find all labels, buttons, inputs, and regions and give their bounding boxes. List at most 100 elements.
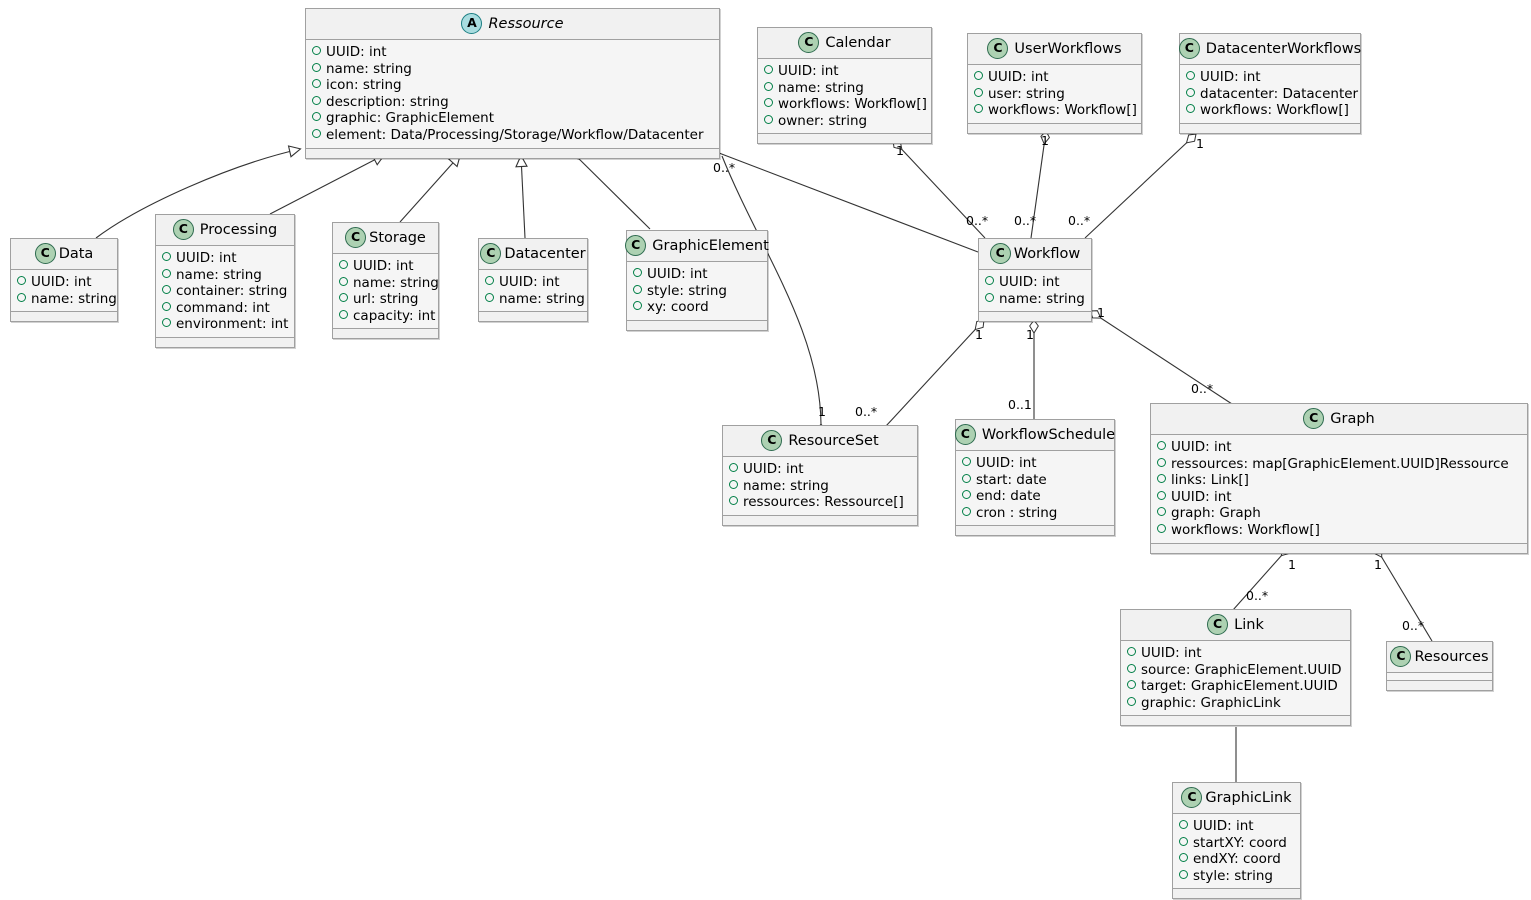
class-operations-link: [1121, 716, 1350, 726]
class-attribute: UUID: int: [962, 455, 1108, 472]
class-attribute: UUID: int: [162, 250, 288, 267]
public-visibility-icon: [1179, 869, 1188, 879]
public-visibility-icon: [312, 128, 321, 138]
public-visibility-icon: [764, 114, 773, 124]
public-visibility-icon: [1127, 663, 1136, 673]
class-operations-graph: [1151, 543, 1527, 553]
class-operations-resourceset: [723, 515, 917, 525]
attribute-text: element: Data/Processing/Storage/Workflo…: [326, 126, 704, 143]
class-operations-resources: [1387, 681, 1492, 690]
class-operations-ressource: [306, 148, 719, 158]
public-visibility-icon: [974, 104, 983, 114]
class-icon: C: [989, 243, 1011, 264]
multiplicity-label: 1: [1026, 327, 1034, 342]
public-visibility-icon: [485, 292, 494, 302]
attribute-text: UUID: int: [1193, 818, 1254, 834]
class-attribute: url: string: [339, 291, 432, 308]
attribute-text: UUID: int: [988, 69, 1049, 85]
attribute-text: xy: coord: [647, 299, 709, 316]
multiplicity-label: 1: [896, 143, 904, 158]
class-attribute: name: string: [162, 267, 288, 284]
edge-datacenter-inherits-ressource: [521, 156, 525, 239]
class-attribute: links: Link[]: [1157, 472, 1521, 489]
class-attribute: workflows: Workflow[]: [1157, 522, 1521, 539]
attribute-text: ressources: map[GraphicElement.UUID]Ress…: [1171, 455, 1509, 472]
attribute-text: name: string: [31, 290, 117, 307]
public-visibility-icon: [729, 463, 738, 472]
attribute-text: UUID: int: [976, 455, 1037, 471]
multiplicity-label: 0..*: [966, 213, 989, 228]
class-attribute: element: Data/Processing/Storage/Workflo…: [312, 127, 713, 144]
attribute-text: environment: int: [176, 316, 289, 333]
class-icon: C: [1181, 787, 1203, 808]
public-visibility-icon: [162, 301, 171, 311]
class-attribute: UUID: int: [729, 461, 911, 478]
public-visibility-icon: [1157, 523, 1166, 533]
public-visibility-icon: [312, 112, 321, 122]
multiplicity-label: 1: [975, 327, 983, 342]
multiplicity-label: 0..*: [1191, 381, 1214, 396]
class-icon: C: [1207, 614, 1229, 635]
class-attribute: source: GraphicElement.UUID: [1127, 662, 1344, 679]
attribute-text: workflows: Workflow[]: [988, 102, 1137, 119]
class-attribute: end: date: [962, 488, 1108, 505]
public-visibility-icon: [312, 46, 321, 55]
class-attribute: endXY: coord: [1179, 851, 1294, 868]
public-visibility-icon: [1179, 836, 1188, 846]
public-visibility-icon: [312, 95, 321, 105]
class-icon: C: [480, 243, 502, 264]
attribute-text: source: GraphicElement.UUID: [1141, 661, 1342, 678]
attribute-text: workflows: Workflow[]: [778, 96, 927, 113]
multiplicity-label: 1: [1288, 557, 1296, 572]
class-attribute: UUID: int: [974, 69, 1135, 86]
attribute-text: UUID: int: [778, 63, 839, 79]
public-visibility-icon: [162, 268, 171, 278]
class-attribute: command: int: [162, 300, 288, 317]
class-icon: C: [625, 235, 647, 256]
public-visibility-icon: [962, 506, 971, 516]
attribute-text: UUID: int: [499, 274, 560, 290]
multiplicity-label: 0..*: [1014, 213, 1037, 228]
public-visibility-icon: [985, 292, 994, 302]
class-attribute: name: string: [339, 275, 439, 292]
class-attribute: owner: string: [764, 113, 925, 130]
class-attribute: name: string: [312, 61, 713, 78]
multiplicity-label: 0..*: [713, 160, 736, 175]
class-icon: C: [172, 219, 194, 240]
attribute-text: UUID: int: [647, 266, 708, 282]
class-attribute: graph: Graph: [1157, 505, 1521, 522]
edge-workflow-to-resourceset: [885, 319, 985, 427]
public-visibility-icon: [1127, 647, 1136, 656]
class-operations-userworkflows: [968, 123, 1141, 133]
class-operations-graphicelement: [627, 320, 767, 330]
public-visibility-icon: [1157, 474, 1166, 484]
class-attribute: UUID: int: [485, 274, 581, 291]
attribute-text: name: string: [743, 477, 829, 494]
